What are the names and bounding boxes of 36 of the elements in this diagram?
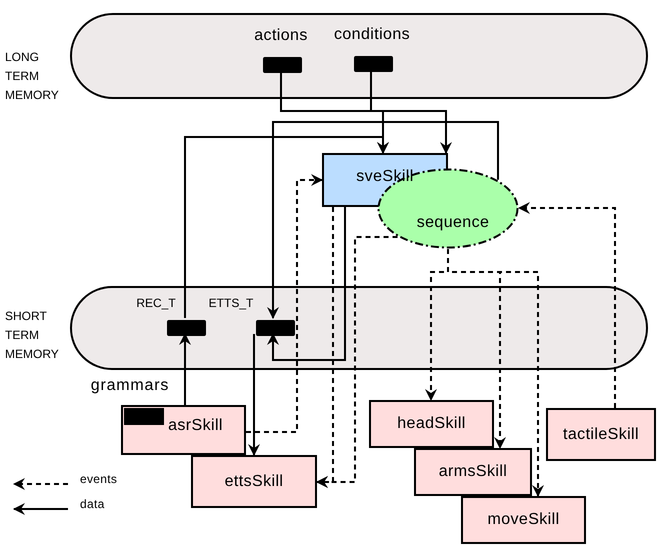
memory-label: REC_T (135, 295, 177, 312)
skill-name: moveSkill (487, 510, 560, 530)
slot-bar (263, 57, 302, 73)
skill-name: armsSkill (438, 462, 508, 482)
slot-bar (354, 56, 393, 72)
memory-label: actions (253, 26, 309, 46)
arrow (370, 70, 452, 154)
skill-name: asrSkill (168, 416, 223, 436)
arrow (518, 202, 616, 408)
skill-box (121, 405, 246, 455)
memory-label: ETTS_T (208, 295, 254, 312)
memory-label: conditions (332, 25, 412, 45)
memory-label: LONG TERM MEMORY (5, 49, 60, 104)
skill-box (461, 496, 586, 544)
arrow (316, 236, 398, 488)
slot-bar (167, 320, 206, 336)
skill-box (546, 408, 656, 461)
skill-name: headSkill (397, 414, 466, 434)
memory-label: SHORT TERM MEMORY (5, 308, 60, 363)
ellipse-label: sequence (416, 212, 490, 232)
arrow (179, 333, 191, 405)
slot-bar (256, 320, 295, 336)
memory-label: grammars (90, 376, 170, 396)
legend-label: data (80, 496, 105, 513)
skill-box (369, 400, 494, 448)
skill-box (414, 448, 532, 496)
skill-box (191, 455, 317, 508)
arrow (246, 174, 323, 433)
arrow (267, 207, 346, 361)
arrow (267, 121, 499, 319)
arrow (248, 334, 260, 456)
arrow (184, 136, 389, 318)
legend-label: events (80, 471, 118, 488)
skill-name: sveSkill (356, 167, 414, 187)
skill-name: ettsSkill (224, 472, 284, 492)
skill-name: tactileSkill (563, 424, 639, 444)
